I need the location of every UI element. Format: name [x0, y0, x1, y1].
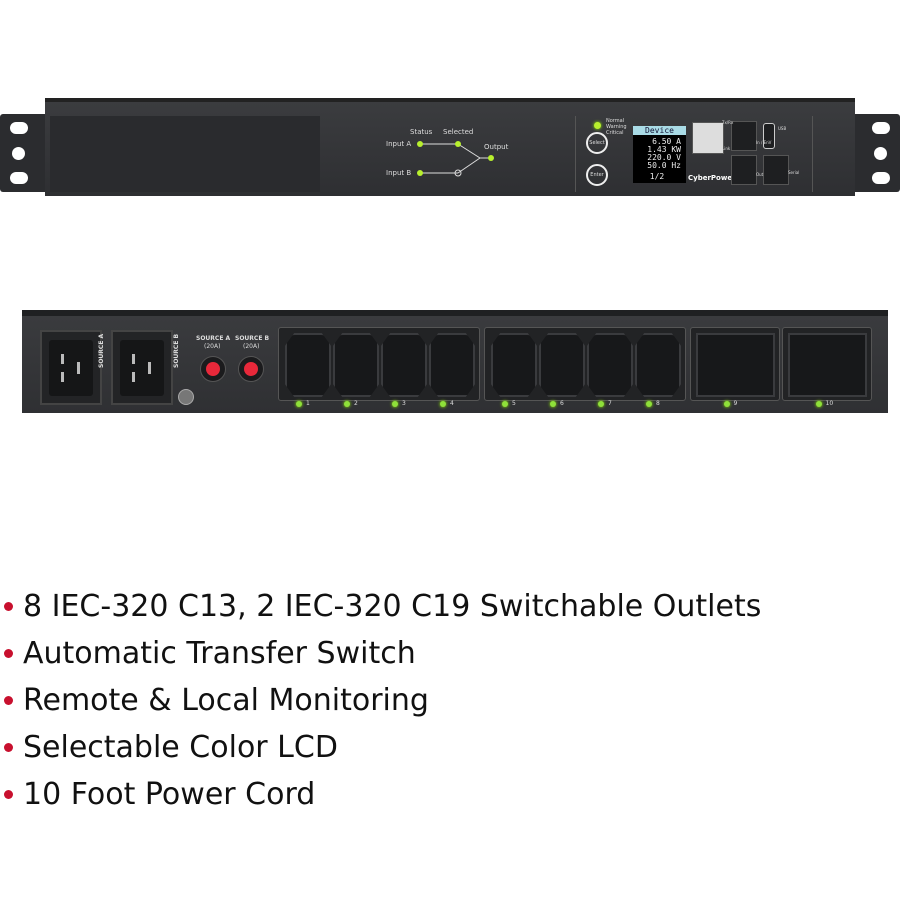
breaker-a-label: SOURCE A — [196, 335, 231, 342]
feature-item: 10 Foot Power Cord — [0, 771, 761, 818]
sensor-port[interactable] — [731, 121, 757, 151]
output-label: Output — [484, 143, 509, 151]
outlet-c13 — [635, 333, 681, 397]
outlet-c19 — [788, 333, 867, 397]
left-mounting-ear — [0, 114, 48, 192]
outlet-status-led — [723, 401, 730, 407]
outlet-number: 4 — [450, 400, 454, 407]
outlet-status-led — [296, 401, 302, 407]
bullet-icon — [4, 790, 13, 799]
port-label-txrx: Tx/Rx — [722, 120, 734, 125]
outlet-c19 — [696, 333, 775, 397]
feature-text: 10 Foot Power Cord — [23, 777, 316, 812]
lcd-power: 1.43 KW — [647, 145, 681, 154]
legend-warning: Warning — [606, 124, 627, 130]
outlet-c13 — [539, 333, 585, 397]
network-port[interactable] — [692, 122, 724, 154]
feature-text: Selectable Color LCD — [23, 730, 338, 765]
outlet-status-led — [502, 401, 508, 407]
lcd-page: 1/2 — [649, 172, 665, 181]
feature-item: Automatic Transfer Switch — [0, 630, 761, 677]
ground-screw — [178, 389, 194, 405]
outlet-number: 1 — [306, 400, 310, 407]
feature-text: 8 IEC-320 C13, 2 IEC-320 C19 Switchable … — [23, 589, 762, 624]
outlet-number: 9 — [733, 400, 738, 407]
port-label-out: Out — [756, 172, 764, 177]
lcd-current: 6.50 A — [652, 137, 681, 146]
breaker-b-rating: (20A) — [243, 343, 260, 350]
brand-logo: CyberPower — [688, 174, 736, 182]
enter-button[interactable]: Enter — [586, 164, 608, 186]
status-led — [594, 122, 601, 129]
legend-critical: Critical — [606, 130, 624, 136]
outlet-c13 — [285, 333, 331, 397]
feature-text: Automatic Transfer Switch — [23, 636, 416, 671]
bullet-icon — [4, 696, 13, 705]
output-led — [488, 155, 494, 161]
input-a-label: Input A — [386, 140, 412, 148]
feature-item: Selectable Color LCD — [0, 724, 761, 771]
outlet-c13 — [429, 333, 475, 397]
bullet-icon — [4, 649, 13, 658]
input-b-status-led — [417, 170, 423, 176]
outlet-status-led — [646, 401, 652, 407]
outlet-status-led — [815, 401, 822, 407]
bullet-icon — [4, 743, 13, 752]
port-label-serial: Serial — [788, 170, 800, 175]
lcd-header: Device — [633, 126, 686, 135]
inlet-source-b — [111, 330, 173, 405]
outlet-c13 — [333, 333, 379, 397]
out-port[interactable] — [731, 155, 757, 185]
usb-port[interactable] — [763, 123, 775, 149]
outlet-number: 7 — [608, 400, 612, 407]
breaker-source-a[interactable] — [200, 356, 226, 382]
input-a-selected-led — [455, 141, 461, 147]
breaker-source-b[interactable] — [238, 356, 264, 382]
inlet-a-label: SOURCE A — [98, 333, 105, 368]
lcd-display: Device 6.50 A 1.43 KW 220.0 V 50.0 Hz 1/… — [633, 126, 686, 183]
outlet-status-led — [392, 401, 398, 407]
status-label: Status — [410, 128, 433, 136]
feature-text: Remote & Local Monitoring — [23, 683, 429, 718]
port-label-link: Link — [722, 146, 731, 151]
outlet-status-led — [550, 401, 556, 407]
outlet-c13 — [491, 333, 537, 397]
outlet-status-led — [598, 401, 604, 407]
inlet-source-a — [40, 330, 102, 405]
feature-item: Remote & Local Monitoring — [0, 677, 761, 724]
outlet-number: 5 — [512, 400, 516, 407]
inlet-b-label: SOURCE B — [173, 333, 180, 368]
outlet-number: 6 — [560, 400, 564, 407]
port-label-usb: USB — [778, 126, 787, 131]
input-a-status-led — [417, 141, 423, 147]
lcd-voltage: 220.0 V — [647, 153, 681, 162]
outlet-status-led — [344, 401, 350, 407]
legend-normal: Normal — [606, 118, 625, 124]
ats-diagram — [417, 141, 494, 177]
outlet-status-led — [440, 401, 446, 407]
selected-label: Selected — [443, 128, 474, 136]
input-b-label: Input B — [386, 169, 412, 177]
outlet-number: 10 — [825, 400, 834, 407]
outlet-number: 2 — [354, 400, 358, 407]
breaker-b-label: SOURCE B — [235, 335, 270, 342]
outlet-number: 3 — [402, 400, 406, 407]
input-b-selected-led — [454, 169, 462, 177]
select-button[interactable]: Select — [586, 132, 608, 154]
breaker-a-rating: (20A) — [204, 343, 221, 350]
outlet-number: 8 — [656, 400, 660, 407]
right-mounting-ear — [852, 114, 900, 192]
blank-panel — [50, 116, 320, 192]
port-label-in: In / EnV — [756, 140, 772, 145]
feature-item: 8 IEC-320 C13, 2 IEC-320 C19 Switchable … — [0, 583, 761, 630]
lcd-frequency: 50.0 Hz — [647, 161, 681, 170]
outlet-c13 — [381, 333, 427, 397]
divider — [575, 116, 576, 192]
feature-list: 8 IEC-320 C13, 2 IEC-320 C19 Switchable … — [0, 583, 761, 818]
serial-port[interactable] — [763, 155, 789, 185]
divider — [812, 116, 813, 192]
bullet-icon — [4, 602, 13, 611]
outlet-c13 — [587, 333, 633, 397]
